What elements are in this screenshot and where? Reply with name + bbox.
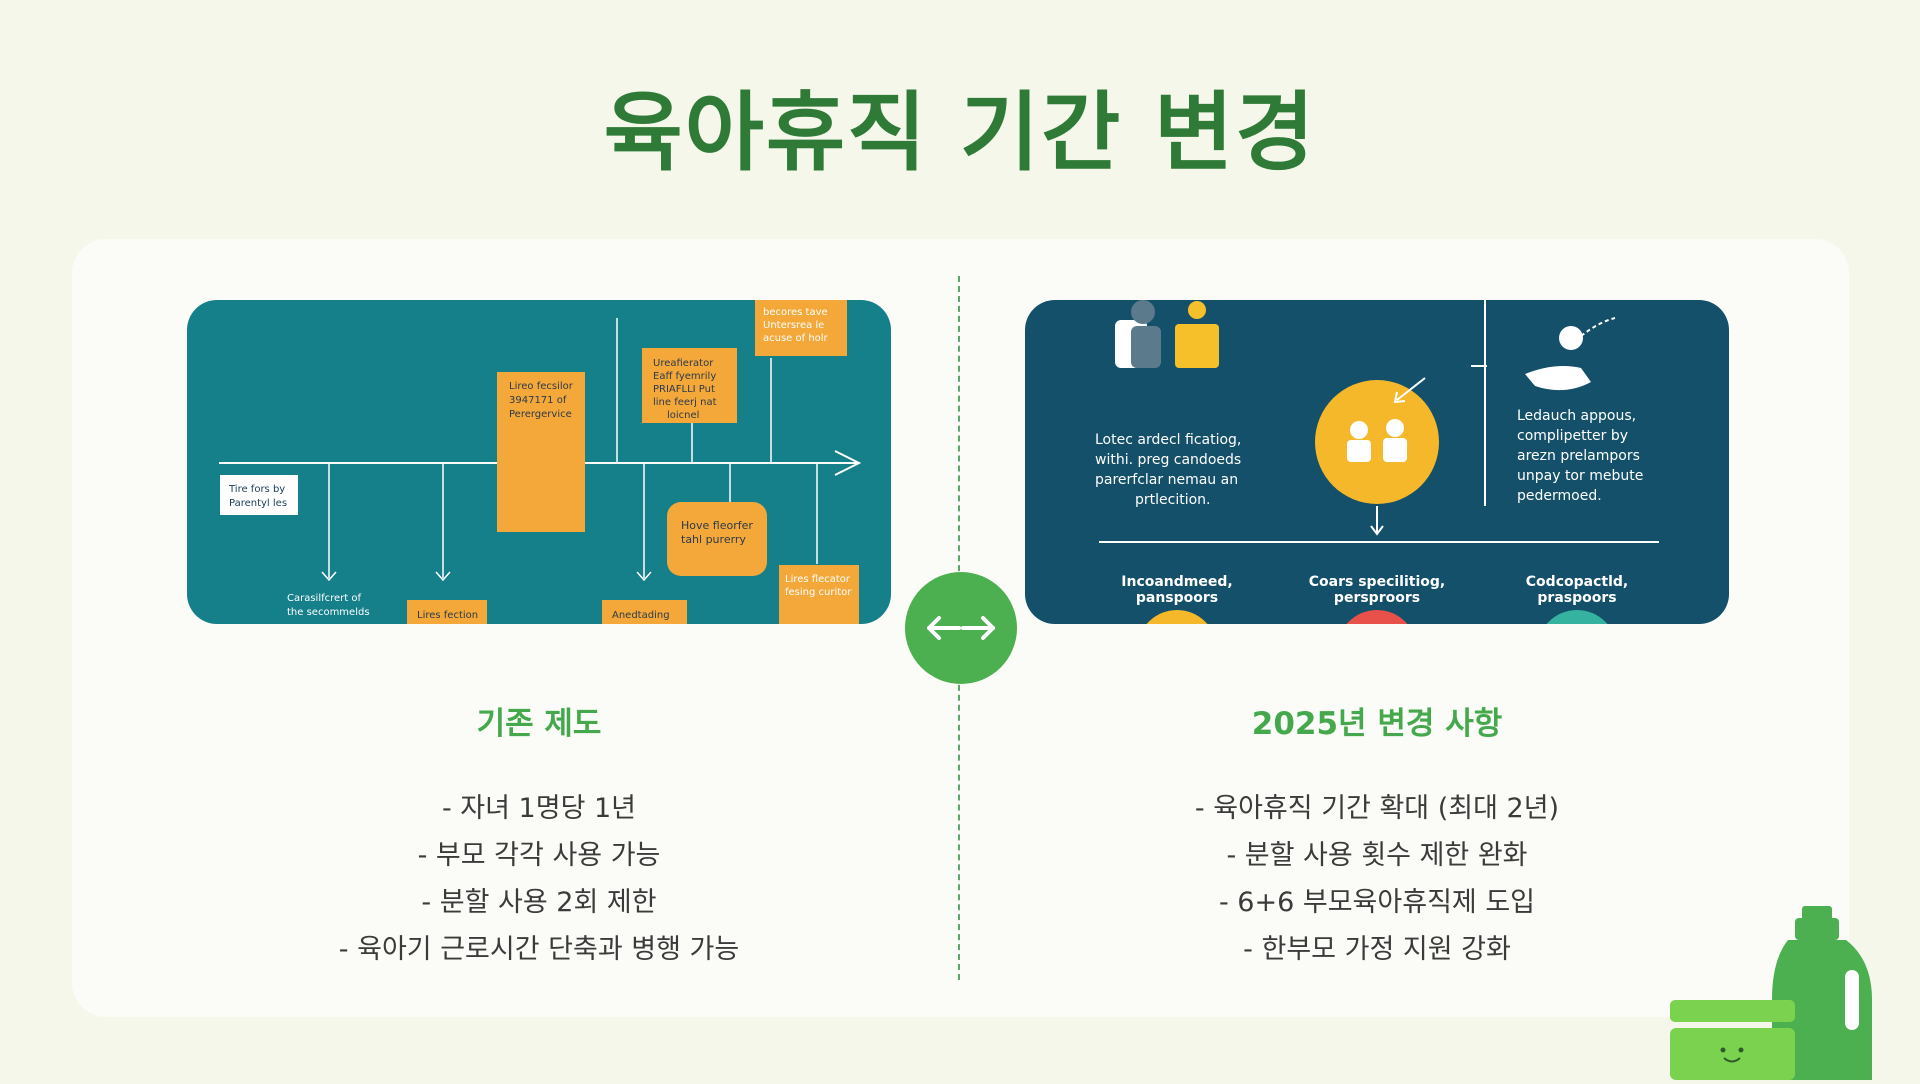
changes-2025-illustration: Lotec ardecl ficatiog, withi. preg cando…: [1025, 300, 1729, 624]
timeline-label: Hove fleorfer: [681, 519, 753, 532]
info-text: parerfclar nemau an: [1095, 472, 1238, 488]
changes-2025-heading: 2025년 변경 사항: [1251, 706, 1503, 742]
info-text: complipetter by: [1517, 428, 1628, 444]
timeline-label: Lires flecator: [785, 574, 851, 585]
list-item: - 육아기 근로시간 단축과 병행 가능: [338, 934, 740, 965]
timeline-label: tahl purerry: [681, 533, 746, 546]
list-item: - 자녀 1명당 1년: [441, 793, 637, 824]
timeline-label: PRIAFLLI Put: [653, 384, 715, 395]
timeline-label: line feerj nat: [653, 397, 717, 408]
timeline-label: Untersrea le: [763, 320, 824, 331]
timeline-label: 3947171 of: [509, 395, 567, 406]
category-label: Codcopactld,: [1526, 574, 1628, 590]
timeline-label: Eaff fyemrily: [653, 371, 716, 382]
changes-2025-list: - 육아휴직 기간 확대 (최대 2년) - 분할 사용 횟수 제한 완화 - …: [1025, 785, 1729, 973]
existing-system-heading: 기존 제도: [476, 706, 602, 742]
list-item: - 부모 각각 사용 가능: [417, 840, 661, 871]
detergent-bottle-icon: [1660, 900, 1890, 1080]
timeline-label: Lires fection: [417, 610, 478, 621]
info-text: prtlecition.: [1135, 492, 1211, 508]
category-label: praspoors: [1537, 590, 1616, 606]
info-text: Lotec ardecl ficatiog,: [1095, 432, 1241, 448]
timeline-label: Anedtading: [612, 610, 670, 621]
info-text: pedermoed.: [1517, 488, 1602, 504]
info-text: withi. preg candoeds: [1095, 452, 1241, 468]
category-label: panspoors: [1136, 590, 1218, 606]
list-item: - 육아휴직 기간 확대 (최대 2년): [1194, 793, 1560, 824]
category-label: Incoandmeed,: [1121, 574, 1232, 590]
existing-system-list: - 자녀 1명당 1년 - 부모 각각 사용 가능 - 분할 사용 2회 제한 …: [187, 785, 891, 973]
info-text: unpay tor mebute: [1517, 468, 1643, 484]
list-item: - 분할 사용 횟수 제한 완화: [1226, 840, 1528, 871]
info-text: Ledauch appous,: [1517, 408, 1636, 424]
timeline-label: fesing curitor: [785, 587, 852, 598]
existing-system-illustration: Tire fors by Parentyl les Lireo fecsilor…: [187, 300, 891, 624]
list-item: - 한부모 가정 지원 강화: [1243, 934, 1511, 965]
timeline-label: Carasilfcrert of: [287, 593, 362, 604]
list-item: - 분할 사용 2회 제한: [421, 887, 657, 918]
category-label: persproors: [1334, 590, 1420, 606]
timeline-label: Lireo fecsilor: [509, 381, 574, 392]
existing-system-column: 기존 제도 - 자녀 1명당 1년 - 부모 각각 사용 가능 - 분할 사용 …: [187, 698, 891, 973]
timeline-label: acuse of holr: [763, 333, 829, 344]
timeline-label: becores tave: [763, 307, 828, 318]
changes-2025-column: 2025년 변경 사항 - 육아휴직 기간 확대 (최대 2년) - 분할 사용…: [1025, 698, 1729, 973]
timeline-label: Ureafierator: [653, 358, 714, 369]
timeline-label: loicnel: [667, 410, 699, 421]
info-text: arezn prelampors: [1517, 448, 1640, 464]
timeline-label: Tire fors by: [228, 484, 285, 495]
page-title: 육아휴직 기간 변경: [603, 83, 1317, 183]
double-arrow-icon: [905, 572, 1017, 684]
timeline-label: the secommelds: [287, 607, 370, 618]
category-label: Coars specilitiog,: [1309, 574, 1445, 590]
timeline-label: Perergervice: [509, 409, 572, 420]
list-item: - 6+6 부모육아휴직제 도입: [1218, 887, 1536, 918]
timeline-label: Parentyl les: [229, 498, 287, 509]
